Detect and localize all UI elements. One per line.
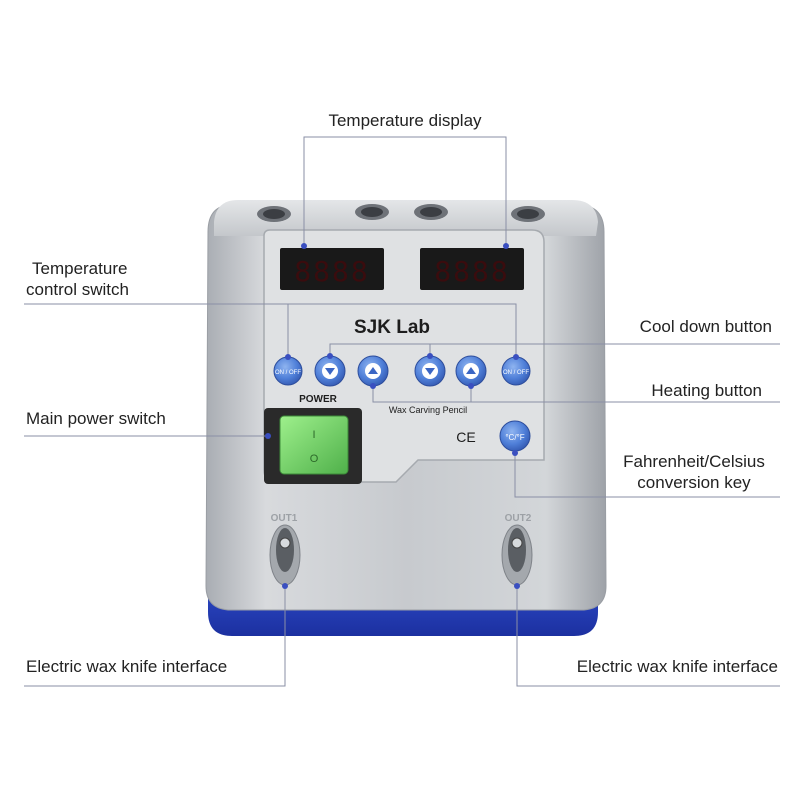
switch-off-mark: O <box>310 453 319 465</box>
wax-knife-socket-right[interactable] <box>501 524 533 586</box>
callout-heating-button: Heating button <box>651 381 762 400</box>
wax-knife-socket-left[interactable] <box>269 524 301 586</box>
panel-caption: Wax Carving Pencil <box>389 405 467 415</box>
unit-key-label: °C/°F <box>505 433 524 442</box>
callout-temperature-display: Temperature display <box>328 111 482 130</box>
main-power-switch[interactable]: I O <box>264 408 362 484</box>
display-left-digits: 8888 <box>294 255 369 288</box>
temperature-display-left: 8888 <box>280 248 384 290</box>
unit-conversion-key[interactable]: °C/°F <box>499 420 531 452</box>
callout-wax-knife-left: Electric wax knife interface <box>26 657 228 676</box>
ce-mark: CE <box>456 429 475 445</box>
onoff-button-left[interactable]: ON / OFF <box>273 356 303 386</box>
callout-temperature-control-switch: Temperature control switch <box>26 258 206 300</box>
callout-wax-knife-right: Electric wax knife interface <box>576 657 778 676</box>
onoff-label-left: ON / OFF <box>275 370 301 376</box>
chevron-down-icon <box>325 368 335 375</box>
callout-cool-down-button: Cool down button <box>639 317 772 336</box>
temperature-display-right: 8888 <box>420 248 524 290</box>
top-holder-holes <box>257 204 545 222</box>
out2-label: OUT2 <box>505 513 532 524</box>
callout-temperature-control-line1: Temperature <box>32 259 128 278</box>
power-label: POWER <box>299 394 338 405</box>
chevron-up-icon <box>466 367 476 374</box>
leader-lines <box>24 136 780 687</box>
callout-unit-conversion-key: Fahrenheit/Celsius conversion key <box>606 451 782 493</box>
heating-button-left[interactable] <box>357 355 389 387</box>
callout-unit-conversion-line2: conversion key <box>637 473 751 492</box>
chevron-up-icon <box>368 367 378 374</box>
display-right-digits: 8888 <box>434 255 509 288</box>
cool-down-button-right[interactable] <box>414 355 446 387</box>
cool-down-button-left[interactable] <box>314 355 346 387</box>
heating-button-right[interactable] <box>455 355 487 387</box>
callout-temperature-control-line2: control switch <box>26 280 129 299</box>
device-top-bevel <box>214 200 598 236</box>
out1-label: OUT1 <box>271 513 298 524</box>
onoff-button-right[interactable]: ON / OFF <box>501 356 531 386</box>
brand-logo: SJK Lab <box>354 317 430 338</box>
switch-on-mark: I <box>312 429 315 441</box>
leader-dots <box>265 243 520 589</box>
chevron-down-icon <box>425 368 435 375</box>
onoff-label-right: ON / OFF <box>503 370 529 376</box>
callout-unit-conversion-line1: Fahrenheit/Celsius <box>623 452 765 471</box>
callout-main-power-switch: Main power switch <box>26 409 166 428</box>
